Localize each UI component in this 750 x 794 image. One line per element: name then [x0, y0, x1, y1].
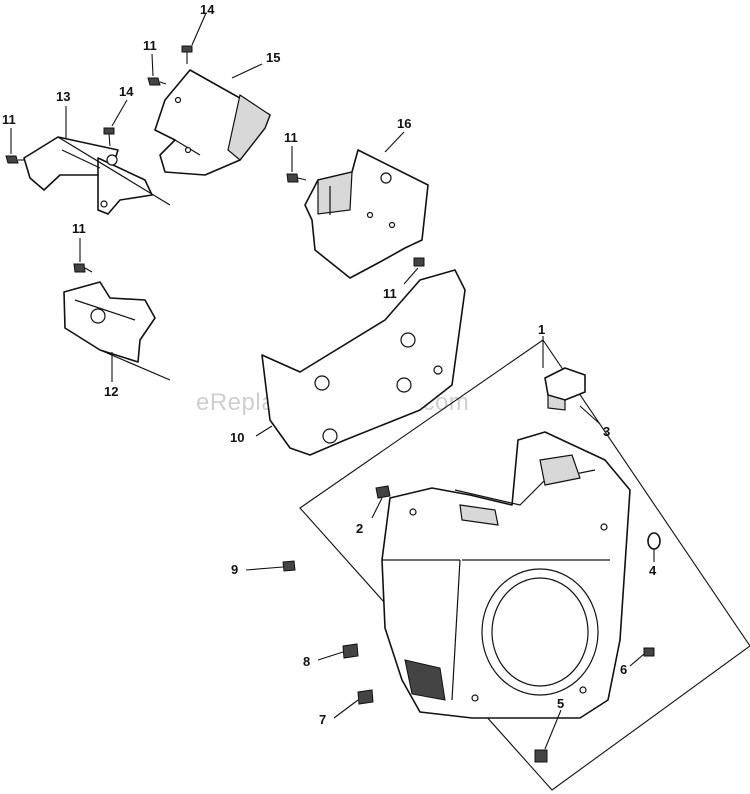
callout-13: 13 [56, 89, 70, 104]
callout-2: 2 [356, 521, 363, 536]
callout-16: 16 [397, 116, 411, 131]
screw-11-left [73, 263, 93, 273]
nut-5 [534, 749, 548, 763]
callout-11-left: 11 [72, 221, 86, 236]
screw-7 [357, 689, 374, 705]
callout-4: 4 [649, 563, 657, 578]
assembly-1-outline [299, 339, 750, 791]
shroud-15 [154, 69, 271, 176]
callout-11-right: 11 [383, 286, 397, 301]
screw-6 [643, 647, 655, 657]
callout-1: 1 [538, 322, 545, 337]
screw-11-right [413, 257, 425, 267]
bracket-13 [23, 136, 171, 215]
screw-11-topleft [5, 155, 24, 164]
screw-14-left [103, 127, 115, 147]
callout-5: 5 [557, 696, 564, 711]
callout-14-top: 14 [200, 2, 215, 17]
callout-8: 8 [303, 654, 310, 669]
callout-12: 12 [104, 384, 118, 399]
grommet-3 [544, 367, 586, 411]
callout-6: 6 [620, 662, 627, 677]
callout-3: 3 [603, 424, 610, 439]
callout-15: 15 [266, 50, 280, 65]
callout-11-topleft: 11 [2, 112, 16, 127]
leader-lines [10, 12, 655, 750]
callout-10: 10 [230, 430, 244, 445]
screw-14-top [181, 45, 193, 64]
plug-4 [647, 532, 661, 550]
callout-14-left: 14 [119, 84, 134, 99]
callout-7: 7 [319, 712, 326, 727]
callout-9: 9 [231, 562, 238, 577]
screw-9 [282, 560, 296, 572]
callout-11-top: 11 [143, 38, 157, 53]
screw-11-top [147, 77, 167, 86]
screw-8 [342, 643, 359, 659]
screw-11-mid [286, 173, 307, 183]
bracket-12 [63, 281, 171, 381]
nut-2 [375, 485, 391, 499]
callout-11-mid: 11 [284, 130, 298, 145]
baffle-10 [261, 269, 466, 456]
shroud-16 [304, 149, 429, 279]
blower-housing-1 [381, 431, 631, 719]
